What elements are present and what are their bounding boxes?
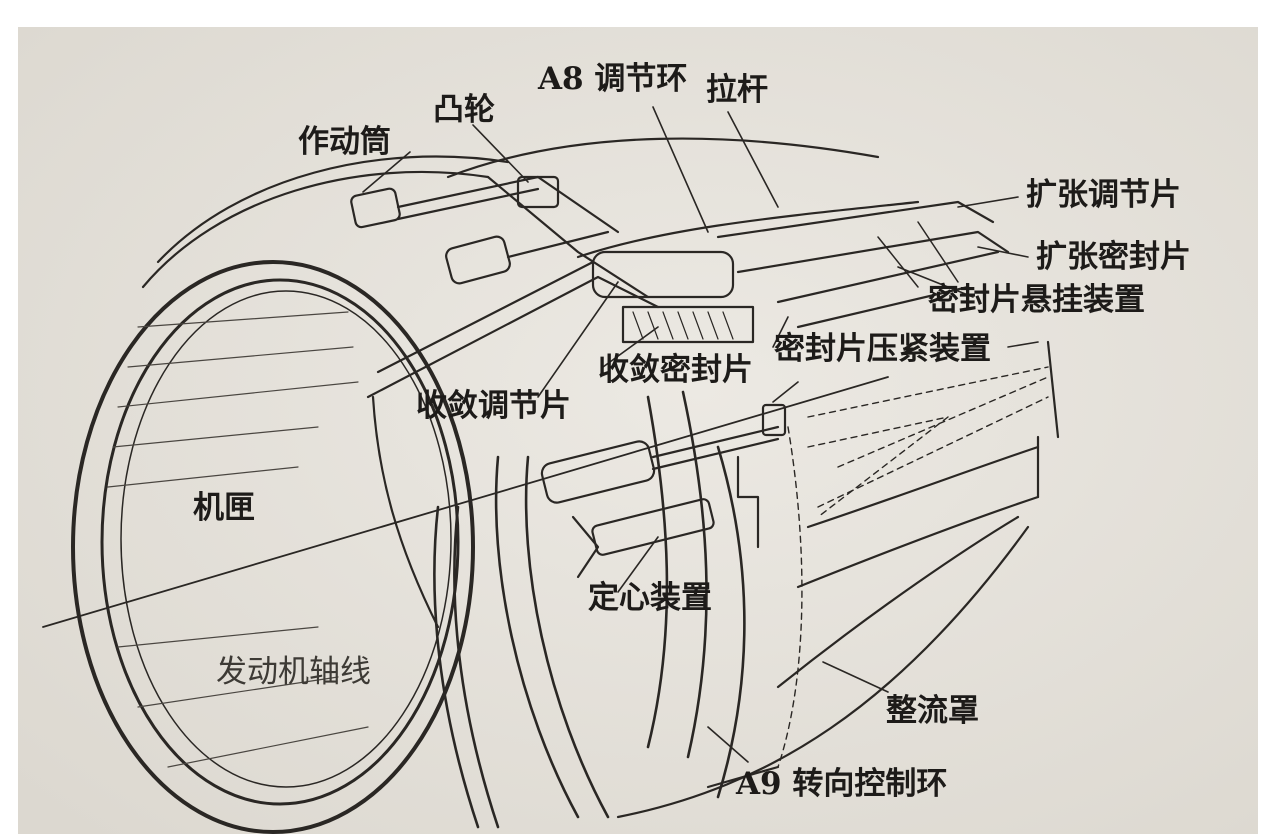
label-converging-flap: 收敛调节片	[416, 388, 571, 424]
hidden-dashed-lines	[777, 366, 1049, 768]
label-a8-ring: A8 调节环	[538, 61, 688, 97]
engine-axis-line	[42, 376, 889, 628]
label-actuator: 作动筒	[298, 124, 391, 160]
paper-background	[18, 27, 1258, 834]
label-cam: 凸轮	[433, 92, 495, 128]
nozzle-frame-rings	[433, 390, 746, 829]
label-engine-axis: 发动机轴线	[216, 654, 371, 690]
nozzle-diagram-photo: A8 调节环 拉杆 凸轮 作动筒 扩张调节片 扩张密封片 密封片悬挂装置 密封片…	[18, 27, 1258, 834]
label-seal-suspension: 密封片悬挂装置	[928, 282, 1145, 318]
label-diverging-flap: 扩张调节片	[1026, 177, 1181, 213]
label-converging-seal: 收敛密封片	[598, 352, 753, 388]
casing-front-rings	[71, 260, 475, 834]
label-a9-ring: A9 转向控制环	[736, 766, 948, 802]
fairing-lower	[616, 525, 1030, 819]
casing-inner-hatching	[107, 311, 369, 768]
label-casing: 机匣	[193, 490, 255, 526]
a8-ring-housing	[446, 137, 920, 344]
label-fairing: 整流罩	[886, 693, 979, 729]
label-seal-press: 密封片压紧装置	[774, 331, 991, 367]
cam-part	[516, 175, 620, 234]
label-diverging-seal: 扩张密封片	[1036, 239, 1191, 275]
label-pull-rod: 拉杆	[706, 72, 768, 108]
diverging-flaps	[716, 200, 1010, 329]
actuator-top	[350, 175, 610, 285]
leader-lines	[362, 106, 1039, 763]
label-centering-device: 定心装置	[588, 580, 712, 616]
nozzle-line-drawing	[18, 27, 1258, 834]
nozzle-rear-outline	[776, 340, 1060, 689]
lower-actuator-centering	[540, 403, 787, 579]
